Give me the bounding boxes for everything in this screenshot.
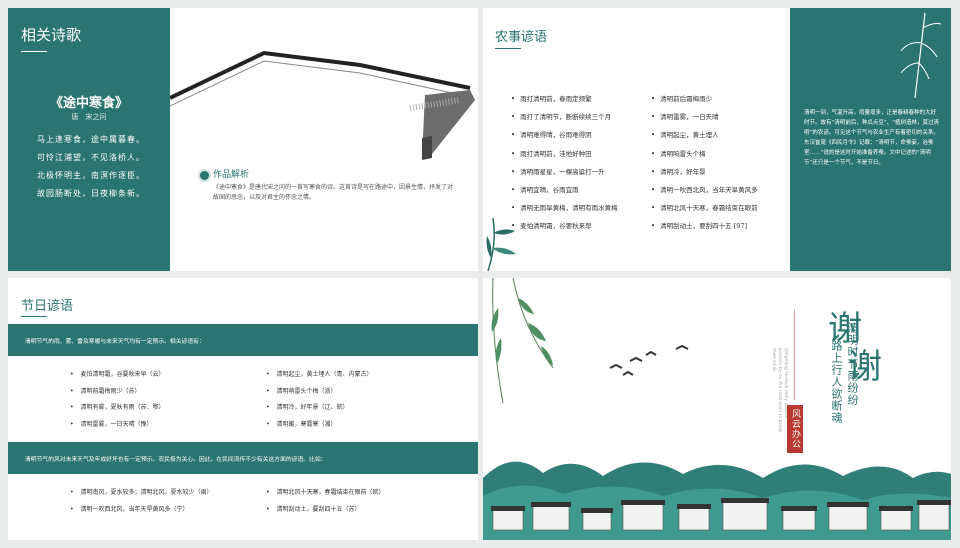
proverb-list-right: 清明起尘，黄土埋人（青、内蒙古） 清明响雷头个梅（浙） 清明冷，好年景（辽、皖）… [266, 367, 373, 433]
list-item: 清明雷雾，一日天晴（豫） [70, 417, 165, 434]
list-item: 麦怕清明霜，谷要秋来早 [511, 217, 618, 235]
poem-column: 清明时节雨纷纷 [846, 322, 859, 406]
list-item: 清明响雷头个梅 [651, 145, 758, 163]
list-item: 麦怕清明霜，谷要秋来早（云） [70, 367, 165, 384]
list-item: 雨打清明前，春雨定频繁 [511, 90, 618, 108]
list-item: 清明一吹西北风，当年天旱黄风多 [651, 181, 758, 199]
proverb-list-right: 清明北风十天寒，春霜结束在眼前（皖） 清明刮动土，要刮四十五（苏） [266, 485, 385, 518]
proverb-list-left: 雨打清明前，春雨定频繁 雨打了清明节，断断续续三个月 清明难得晴，谷雨难得阴 雨… [511, 90, 618, 236]
list-item: 清明有雾，夏秋有雨（苏、鄂） [70, 400, 165, 417]
bullet-dot [198, 169, 211, 182]
band-text: 清明节气的风对未来天气及年成好坏也有一定预示。农民极为关心。因此，在民间流传不少… [25, 457, 327, 463]
heading-underline [495, 48, 521, 49]
slide-farming-proverbs: 农事谚语 雨打清明前，春雨定频繁 雨打了清明节，断断续续三个月 清明难得晴，谷雨… [483, 8, 951, 271]
info-text: 清明一到，气温升高，雨量增多，正是春耕春种的大好时节。故有“清明前后，种瓜点豆”… [804, 110, 940, 166]
proverb-list-left: 清明南风，夏水较多；清明北风，夏水较少（闽） 清明一吹西北风，当年天旱黄风多（宁… [70, 485, 213, 518]
poem-line: 马上逢寒食，途中属暮春。 [37, 135, 145, 144]
slide-festival-proverbs: 节日谚语 清明节气的雨、雾、雷及寒暖与未来天气均有一定预示。相关谚语有： 麦怕清… [8, 278, 478, 540]
proverb-list-right: 清明前后霜梅雨少 清明雷雾，一日天晴 清明起尘，黄土埋人 清明响雷头个梅 清明冷… [651, 90, 758, 236]
bamboo-leaves-illustration [486, 217, 516, 271]
list-item: 清明起尘，黄土埋人 [651, 126, 758, 144]
slide-related-poem: 相关诗歌 《途中寒食》 唐 宋之问 马上逢寒食，途中属暮春。 可怜江浦望，不见洛… [8, 8, 478, 271]
list-item: 清明难得晴，谷雨难得阴 [511, 126, 618, 144]
list-item: 清明冷，好年景（辽、皖） [266, 400, 373, 417]
description-band: 清明节气的风对未来天气及年成好坏也有一定预示。农民极为关心。因此，在民间流传不少… [8, 442, 478, 474]
list-item: 清明刮动土，要刮四十五 [97] [651, 217, 758, 235]
list-item: 清明起尘，黄土埋人（青、内蒙古） [266, 367, 373, 384]
description-band: 清明节气的雨、雾、雷及寒暖与未来天气均有一定预示。相关谚语有： [8, 324, 478, 356]
poem-author: 唐 宋之问 [71, 113, 107, 121]
list-item: 清明雨星星，一棵高粱打一升 [511, 163, 618, 181]
list-item: 清明雷雾，一日天晴 [651, 108, 758, 126]
list-item: 清明暖，寒露寒（湘） [266, 417, 373, 434]
info-panel: 清明一到，气温升高，雨量增多，正是春耕春种的大好时节。故有“清明前后，种瓜点豆”… [790, 8, 951, 271]
willow-illustration [491, 278, 554, 404]
list-item: 清明前霜梅雨少（苏） [70, 384, 165, 401]
list-item: 清明北风十天寒，春霜结束在眼前（皖） [266, 485, 385, 502]
list-item: 清明刮动土，要刮四十五（苏） [266, 502, 385, 519]
thanks-char: 谢 [848, 347, 882, 387]
bamboo-icon [900, 13, 942, 98]
list-item: 雨打清明前，洼地好种田 [511, 145, 618, 163]
poem-column: 路上行人欲断魂 [830, 340, 843, 424]
heading-underline [21, 316, 47, 317]
english-caption: Qingming Festival rainy season passers-b… [771, 348, 788, 433]
list-item: 清明一吹西北风，当年天旱黄风多（宁） [70, 502, 213, 519]
list-item: 清明南风，夏水较多；清明北风，夏水较少（闽） [70, 485, 213, 502]
analysis-heading: 作品解析 [213, 170, 250, 180]
poem-line: 北极怀明主，南溟作逐臣。 [37, 171, 145, 180]
roof-illustration [170, 50, 475, 160]
village-landscape-illustration [483, 461, 951, 540]
thanks-char: 谢 [828, 309, 862, 349]
birds-illustration [609, 344, 689, 376]
poem-line: 故园肠断处，日夜柳条新。 [37, 189, 145, 198]
heading-underline [21, 51, 47, 52]
section-heading: 相关诗歌 [21, 26, 82, 44]
poem-title: 《途中寒食》 [49, 96, 128, 111]
thanks-title: 谢 谢 [828, 309, 882, 386]
list-item: 雨打了清明节，断断续续三个月 [511, 108, 618, 126]
section-heading: 农事谚语 [495, 30, 548, 45]
divider-line [794, 310, 795, 400]
section-heading: 节日谚语 [21, 299, 74, 314]
list-item: 清明响雷头个梅（浙） [266, 384, 373, 401]
list-item: 清明宜晴，谷雨宜雨 [511, 181, 618, 199]
poem-lines: 马上逢寒食，途中属暮春。 可怜江浦望，不见洛桥人。 北极怀明主，南溟作逐臣。 故… [37, 131, 145, 203]
proverb-list-left: 麦怕清明霜，谷要秋来早（云） 清明前霜梅雨少（苏） 清明有雾，夏秋有雨（苏、鄂）… [70, 367, 165, 433]
list-item: 清明前后霜梅雨少 [651, 90, 758, 108]
band-text: 清明节气的雨、雾、雷及寒暖与未来天气均有一定预示。相关谚语有： [25, 339, 205, 345]
poem-line: 可怜江浦望，不见洛桥人。 [37, 153, 145, 162]
list-item: 清明北风十天寒，春霜结束在眼前 [651, 199, 758, 217]
slide-thanks: Qingming Festival rainy season passers-b… [483, 278, 951, 540]
list-item: 清明冷，好年景 [651, 163, 758, 181]
analysis-text: 《途中寒食》是唐代宋之问的一首写寒食的诗。这首诗是写在路途中，因景生情，抒发了对… [213, 184, 454, 201]
list-item: 清明无雨旱黄梅，清明有雨水黄梅 [511, 199, 618, 217]
brand-seal: 风云办公 [787, 405, 803, 453]
poem-panel: 相关诗歌 《途中寒食》 唐 宋之问 马上逢寒食，途中属暮春。 可怜江浦望，不见洛… [8, 8, 170, 271]
